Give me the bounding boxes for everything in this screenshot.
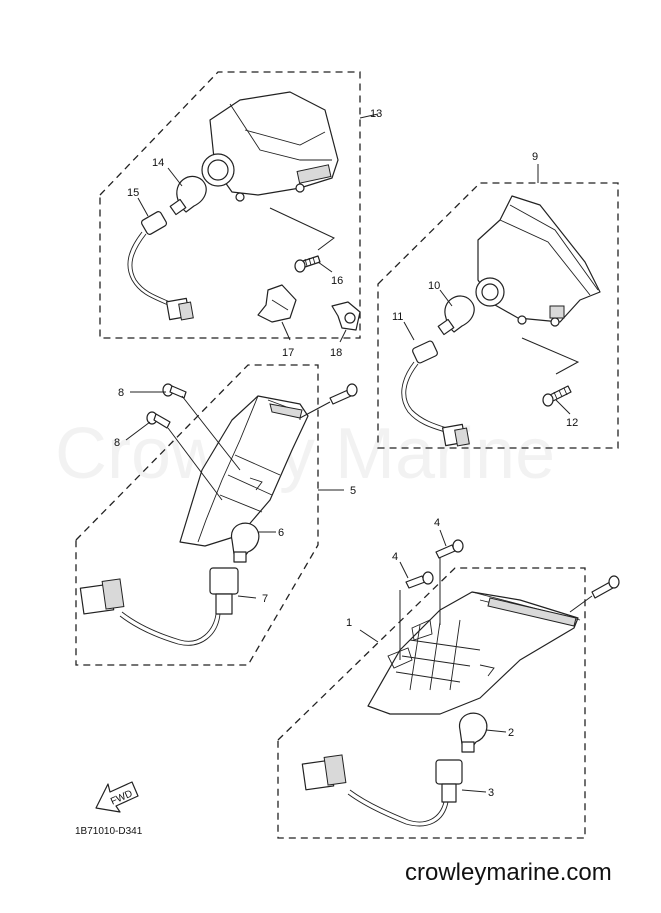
grommet-18 bbox=[331, 301, 361, 331]
callout-11: 11 bbox=[392, 311, 403, 323]
bulb-2 bbox=[458, 712, 488, 753]
side-light-lens-1 bbox=[367, 591, 581, 715]
bulb-6 bbox=[230, 522, 260, 563]
callout-12: 12 bbox=[566, 417, 578, 429]
callout-10: 10 bbox=[428, 280, 440, 292]
callout-8-lower: 8 bbox=[114, 437, 120, 449]
leader-8-lower bbox=[125, 421, 223, 501]
leader-12 bbox=[521, 337, 580, 415]
screw-5-right bbox=[329, 383, 358, 405]
screw-8-upper bbox=[162, 383, 187, 399]
watermark-text: Crowley Marine bbox=[55, 414, 555, 494]
leader-1-screw bbox=[569, 595, 593, 613]
callout-7: 7 bbox=[262, 593, 268, 605]
bulb-14 bbox=[169, 175, 207, 216]
callout-1: 1 bbox=[346, 617, 352, 629]
callout-8-upper: 8 bbox=[118, 387, 124, 399]
rear-light-housing-9 bbox=[475, 195, 601, 327]
clip-17 bbox=[257, 284, 297, 323]
side-light-lens-5 bbox=[179, 395, 309, 547]
callout-13: 13 bbox=[370, 108, 382, 120]
fwd-arrow-icon: FWD bbox=[95, 781, 139, 813]
leader-14 bbox=[167, 167, 183, 187]
leader-15 bbox=[137, 197, 149, 217]
socket-harness-11 bbox=[401, 340, 470, 447]
callout-9: 9 bbox=[532, 151, 538, 163]
callout-15: 15 bbox=[127, 187, 139, 199]
leader-7 bbox=[237, 595, 257, 599]
leader-2 bbox=[485, 729, 507, 733]
callout-4-upper: 4 bbox=[434, 517, 440, 529]
screw-4-upper bbox=[435, 539, 464, 559]
leader-3 bbox=[461, 789, 487, 793]
diagram-code: 1B71010-D341 bbox=[75, 826, 143, 837]
group-13-boundary bbox=[99, 71, 361, 339]
screw-12 bbox=[542, 385, 572, 407]
screw-4-lower bbox=[405, 571, 434, 589]
leader-18 bbox=[339, 329, 347, 343]
callout-5: 5 bbox=[350, 485, 356, 497]
group-1-boundary bbox=[277, 567, 586, 839]
leader-10 bbox=[439, 289, 453, 307]
leader-11 bbox=[403, 321, 415, 341]
leader-5-screw bbox=[299, 401, 331, 419]
group-5-boundary bbox=[75, 364, 319, 666]
screw-16 bbox=[294, 255, 321, 273]
callout-6: 6 bbox=[278, 527, 284, 539]
bulb-10 bbox=[437, 295, 475, 336]
rear-light-housing-13 bbox=[201, 91, 339, 202]
screw-8-lower bbox=[146, 411, 171, 429]
screw-1-right bbox=[591, 575, 620, 599]
callout-4-lower: 4 bbox=[392, 551, 398, 563]
leader-17 bbox=[281, 321, 291, 341]
leader-4-lower bbox=[399, 561, 409, 660]
callout-3: 3 bbox=[488, 787, 494, 799]
socket-harness-3 bbox=[301, 754, 463, 827]
socket-harness-15 bbox=[127, 211, 194, 321]
socket-harness-7 bbox=[79, 567, 239, 646]
leader-4-upper bbox=[439, 529, 447, 625]
callout-16: 16 bbox=[331, 275, 343, 287]
leader-8-upper bbox=[130, 391, 241, 471]
website-text: crowleymarine.com bbox=[405, 859, 612, 886]
leader-1 bbox=[359, 629, 379, 643]
callout-2: 2 bbox=[508, 727, 514, 739]
callout-17: 17 bbox=[282, 347, 294, 359]
group-9-boundary bbox=[377, 182, 619, 449]
callout-18: 18 bbox=[330, 347, 342, 359]
leader-16 bbox=[269, 207, 335, 273]
leader-13 bbox=[359, 113, 379, 119]
callout-14: 14 bbox=[152, 157, 164, 169]
